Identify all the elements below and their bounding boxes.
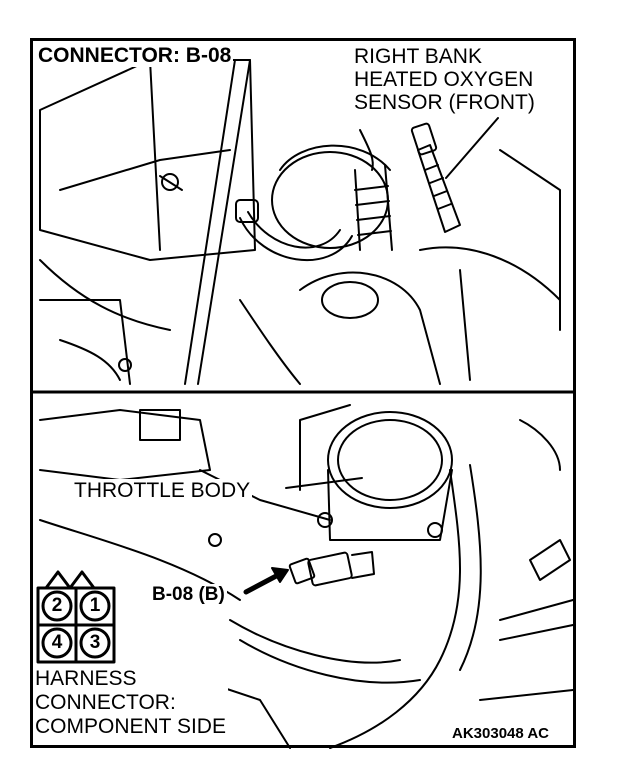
harness-caption-line-3: COMPONENT SIDE xyxy=(35,715,226,738)
pin-1-label: 1 xyxy=(89,595,101,616)
figure-code: AK303048 AC xyxy=(450,725,551,742)
sensor-label-line-3: SENSOR (FRONT) xyxy=(354,91,535,114)
pin-2-label: 2 xyxy=(51,595,63,616)
pin-4-label: 4 xyxy=(51,632,63,653)
connector-title: CONNECTOR: B-08 xyxy=(36,44,234,67)
sensor-label-line-2: HEATED OXYGEN xyxy=(354,68,534,91)
pin-3-label: 3 xyxy=(89,632,101,653)
harness-connector-caption: HARNESS CONNECTOR: COMPONENT SIDE xyxy=(33,667,228,739)
harness-caption-line-2: CONNECTOR: xyxy=(35,691,176,714)
sensor-label-line-1: RIGHT BANK xyxy=(354,45,482,68)
harness-caption-line-1: HARNESS xyxy=(35,667,137,690)
connector-pointer-label: B-08 (B) xyxy=(150,584,227,605)
harness-connector-face-diagram xyxy=(36,570,116,664)
throttle-body-label: THROTTLE BODY xyxy=(72,479,253,502)
sensor-label: RIGHT BANK HEATED OXYGEN SENSOR (FRONT) xyxy=(352,45,537,114)
